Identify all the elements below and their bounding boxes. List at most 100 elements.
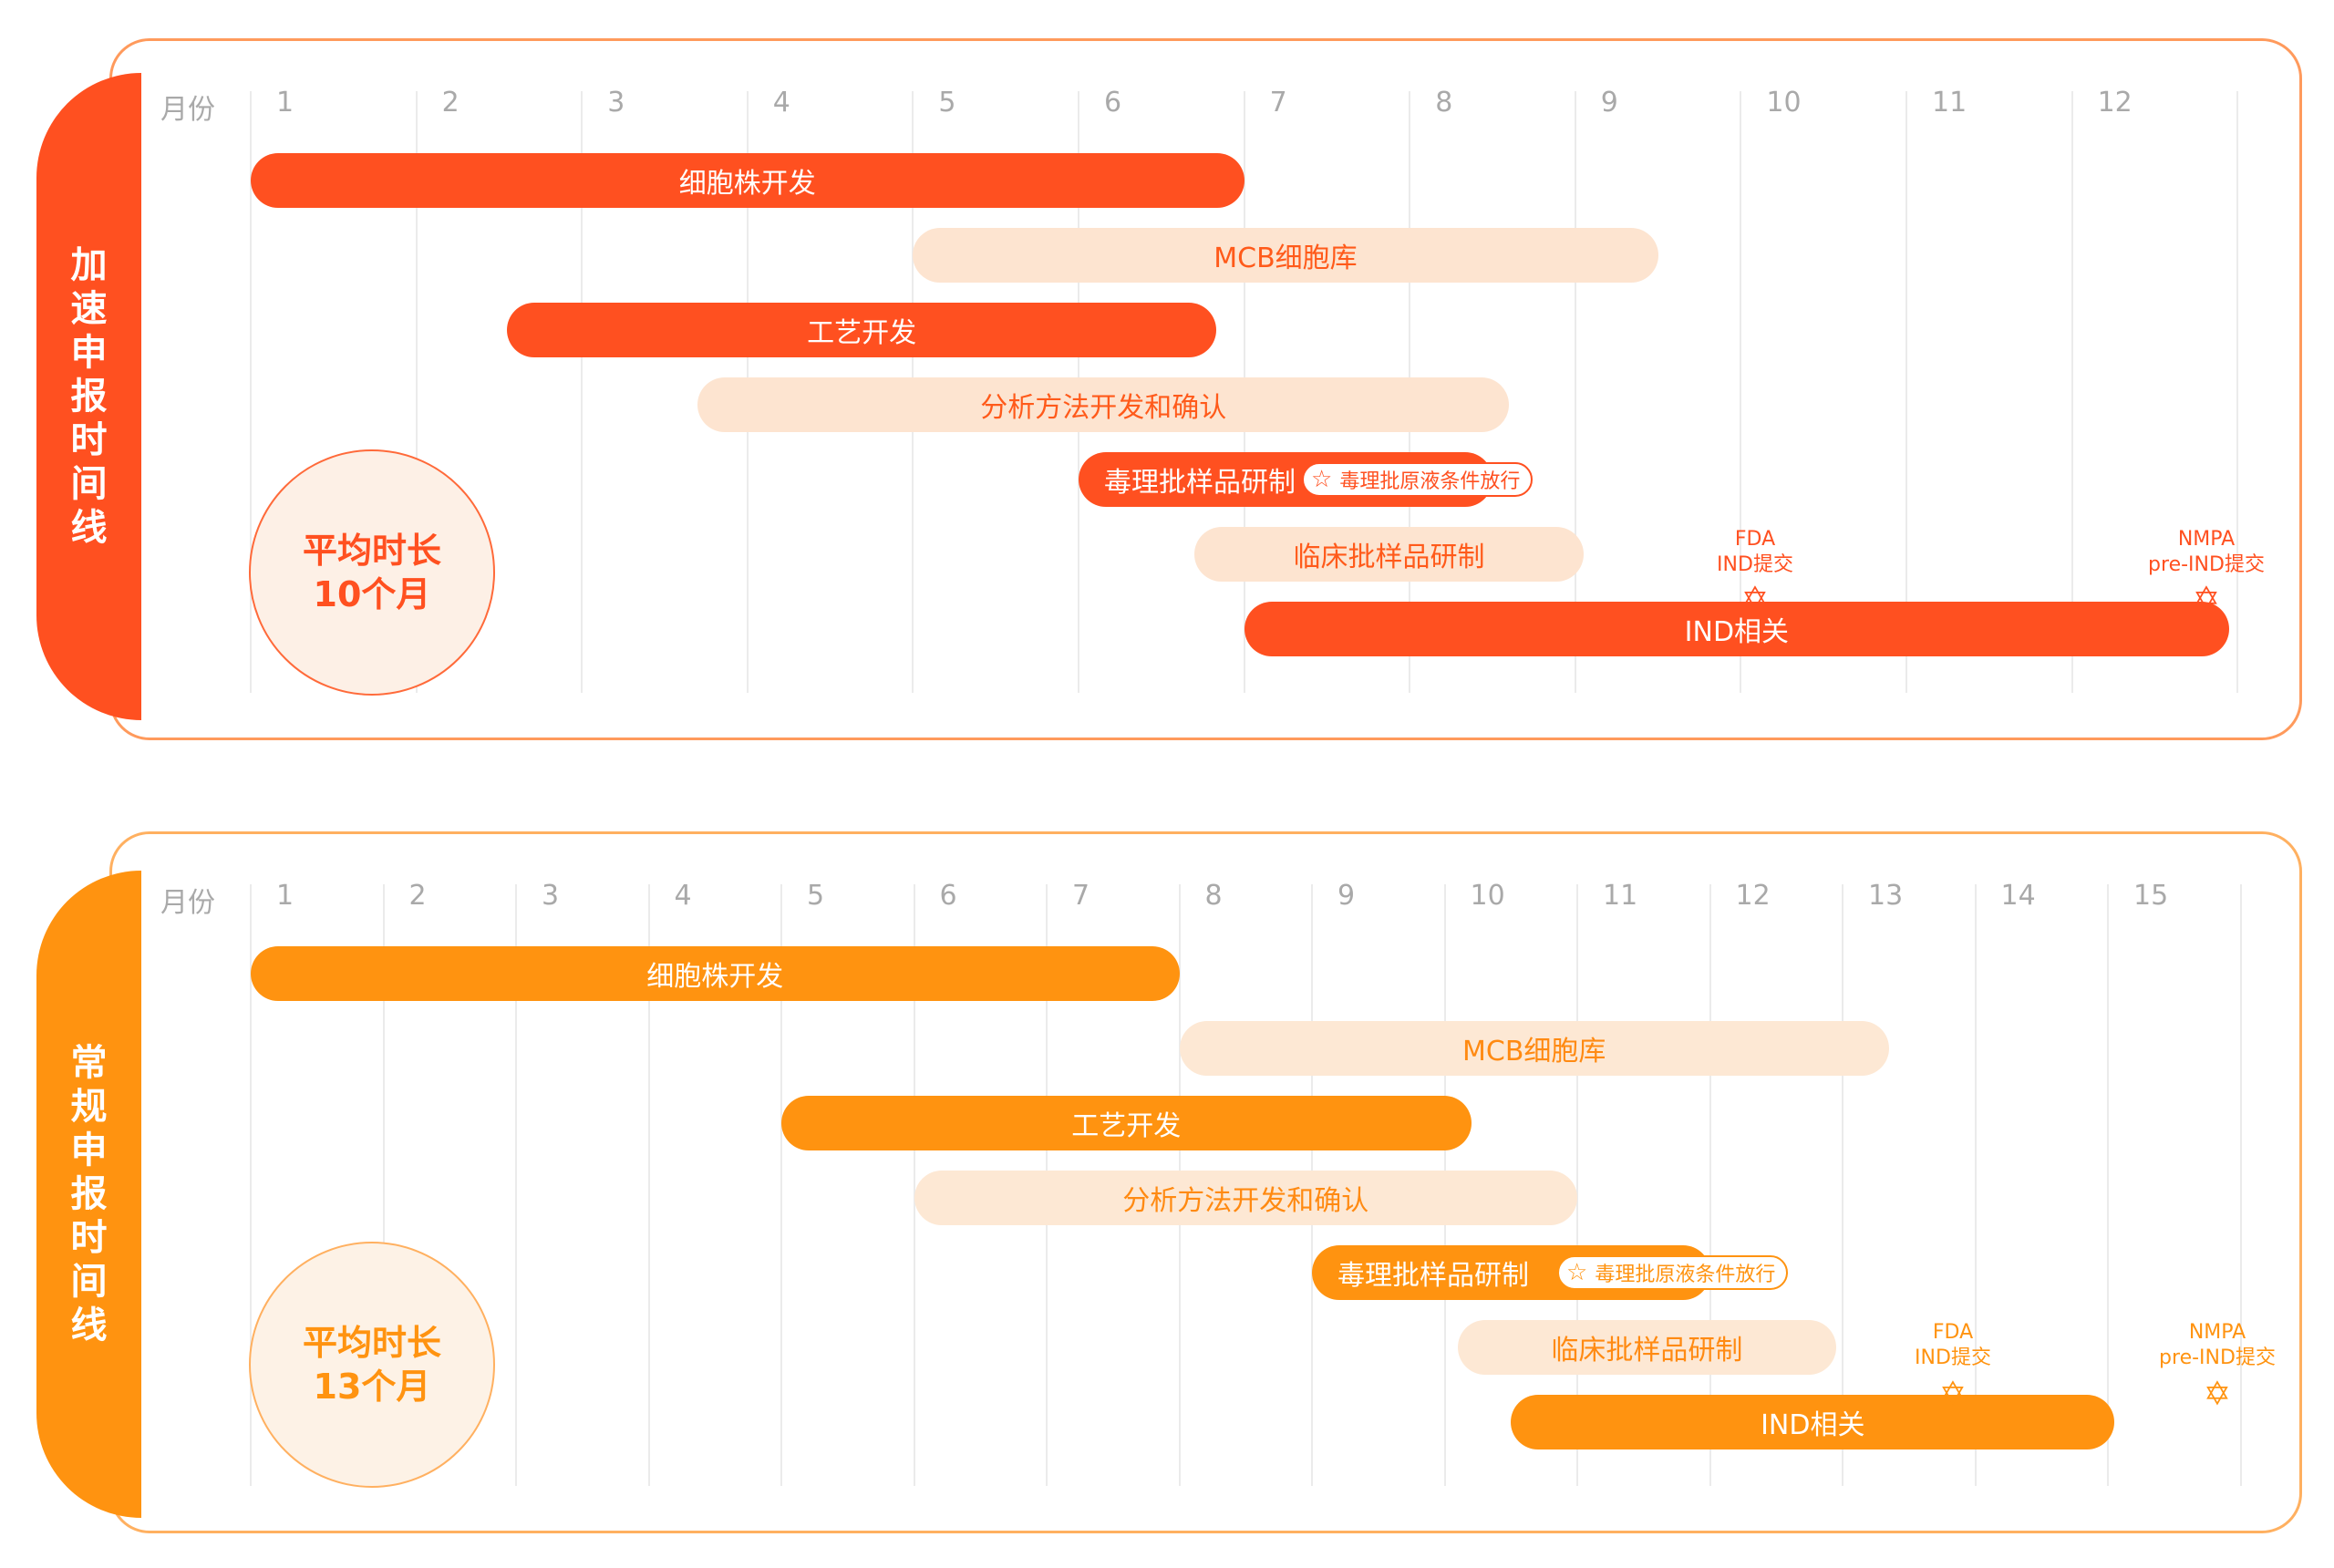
accelerated-task-label: 毒理批样品研制 bbox=[1104, 467, 1296, 499]
regular-average-circle: 平均时长 13个月 bbox=[249, 1242, 495, 1488]
regular-milestone-nmpa-line1: NMPA bbox=[2188, 1321, 2246, 1344]
regular-gridline bbox=[780, 884, 782, 1486]
regular-gridline bbox=[913, 884, 915, 1486]
accelerated-tag-text: 毒理批原液条件放行 bbox=[1339, 470, 1521, 493]
regular-average-title: 平均时长 bbox=[302, 1323, 441, 1363]
regular-month-tick: 12 bbox=[1735, 880, 1771, 912]
accelerated-gridline bbox=[2236, 91, 2239, 693]
accelerated-month-tick: 5 bbox=[938, 87, 956, 119]
regular-side-text: 常规申报时间线 bbox=[70, 1042, 108, 1346]
regular-month-tick: 1 bbox=[276, 880, 294, 912]
accelerated-side-label: 加速申报时间线 bbox=[36, 73, 141, 720]
regular-milestone-nmpa-star-icon: ✡ bbox=[2203, 1376, 2232, 1413]
accelerated-milestone-fda-star-icon: ✡ bbox=[1740, 581, 1770, 618]
accelerated-month-tick: 1 bbox=[276, 87, 294, 119]
accelerated-task-label: 临床批样品研制 bbox=[1293, 542, 1485, 573]
accelerated-task-bar: 分析方法开发和确认 bbox=[697, 377, 1510, 432]
regular-task-label: MCB细胞库 bbox=[1462, 1036, 1606, 1068]
regular-month-tick: 10 bbox=[1470, 880, 1505, 912]
accelerated-milestone-nmpa: NMPA pre-IND提交 bbox=[2148, 527, 2265, 578]
regular-conditional-release-tag: ☆ 毒理批原液条件放行 bbox=[1557, 1255, 1789, 1290]
regular-gridline bbox=[1709, 884, 1711, 1486]
accelerated-average-title: 平均时长 bbox=[302, 531, 441, 571]
accelerated-task-bar: MCB细胞库 bbox=[913, 228, 1658, 283]
accelerated-task-bar: 细胞株开发 bbox=[251, 153, 1244, 208]
regular-task-bar: MCB细胞库 bbox=[1179, 1021, 1889, 1076]
accelerated-milestone-fda-line2: IND提交 bbox=[1717, 553, 1793, 576]
regular-gridline bbox=[2107, 884, 2109, 1486]
accelerated-month-tick: 12 bbox=[2097, 87, 2133, 119]
accelerated-month-tick: 9 bbox=[1600, 87, 1618, 119]
accelerated-milestone-fda-line1: FDA bbox=[1734, 528, 1776, 551]
accelerated-task-label: IND相关 bbox=[1684, 616, 1790, 648]
regular-milestone-nmpa-line2: pre-IND提交 bbox=[2159, 1346, 2276, 1369]
regular-gridline bbox=[382, 884, 385, 1486]
regular-task-label: 分析方法开发和确认 bbox=[1122, 1185, 1369, 1217]
regular-month-tick: 6 bbox=[939, 880, 957, 912]
accelerated-gridline bbox=[1740, 91, 1742, 693]
accelerated-task-bar: 临床批样品研制 bbox=[1194, 527, 1584, 582]
regular-task-bar: 临床批样品研制 bbox=[1458, 1320, 1836, 1375]
accelerated-milestone-nmpa-star-icon: ✡ bbox=[2192, 581, 2221, 618]
accelerated-gridline bbox=[415, 91, 418, 693]
regular-month-tick: 3 bbox=[542, 880, 560, 912]
regular-milestone-fda-line2: IND提交 bbox=[1915, 1346, 1991, 1369]
accelerated-milestone-fda: FDA IND提交 bbox=[1717, 527, 1793, 578]
accelerated-month-tick: 3 bbox=[607, 87, 625, 119]
accelerated-month-tick: 11 bbox=[1932, 87, 1967, 119]
accelerated-task-bar: IND相关 bbox=[1244, 602, 2230, 656]
regular-month-tick: 4 bbox=[674, 880, 692, 912]
regular-average-value: 13个月 bbox=[313, 1367, 431, 1407]
regular-task-label: 临床批样品研制 bbox=[1551, 1335, 1743, 1367]
regular-gridline bbox=[2239, 884, 2242, 1486]
regular-month-tick: 14 bbox=[2000, 880, 2036, 912]
regular-gridline bbox=[250, 884, 252, 1486]
regular-month-header: 月份 bbox=[160, 887, 215, 919]
regular-month-tick: 15 bbox=[2133, 880, 2169, 912]
regular-task-label: 工艺开发 bbox=[1071, 1110, 1182, 1142]
regular-month-tick: 2 bbox=[408, 880, 427, 912]
regular-task-bar: 工艺开发 bbox=[781, 1096, 1472, 1150]
regular-milestone-nmpa: NMPA pre-IND提交 bbox=[2159, 1320, 2276, 1371]
regular-task-bar: IND相关 bbox=[1511, 1395, 2115, 1449]
accelerated-task-label: MCB细胞库 bbox=[1213, 242, 1358, 274]
regular-task-bar: 细胞株开发 bbox=[251, 946, 1180, 1001]
regular-gridline bbox=[1974, 884, 1977, 1486]
accelerated-tag-star-icon: ☆ bbox=[1311, 466, 1333, 493]
regular-task-label: 细胞株开发 bbox=[646, 961, 784, 993]
accelerated-task-label: 工艺开发 bbox=[807, 317, 917, 349]
accelerated-task-bar: 工艺开发 bbox=[507, 303, 1216, 357]
regular-month-tick: 7 bbox=[1072, 880, 1090, 912]
accelerated-gridline bbox=[1574, 91, 1576, 693]
accelerated-milestone-nmpa-line2: pre-IND提交 bbox=[2148, 553, 2265, 576]
accelerated-month-tick: 4 bbox=[772, 87, 790, 119]
accelerated-milestone-nmpa-line1: NMPA bbox=[2177, 528, 2236, 551]
accelerated-gridline bbox=[2071, 91, 2073, 693]
regular-task-label: 毒理批样品研制 bbox=[1337, 1260, 1529, 1292]
regular-month-tick: 5 bbox=[807, 880, 825, 912]
accelerated-gridline bbox=[581, 91, 584, 693]
accelerated-gridline bbox=[1905, 91, 1907, 693]
regular-month-tick: 8 bbox=[1204, 880, 1223, 912]
accelerated-month-header: 月份 bbox=[160, 94, 215, 126]
accelerated-month-tick: 6 bbox=[1104, 87, 1122, 119]
regular-milestone-fda-star-icon: ✡ bbox=[1938, 1376, 1967, 1413]
accelerated-side-text: 加速申报时间线 bbox=[70, 244, 108, 549]
regular-tag-star-icon: ☆ bbox=[1566, 1259, 1588, 1286]
accelerated-month-tick: 2 bbox=[441, 87, 460, 119]
regular-task-label: IND相关 bbox=[1761, 1409, 1865, 1441]
accelerated-conditional-release-tag: ☆ 毒理批原液条件放行 bbox=[1302, 462, 1534, 497]
regular-task-bar: 分析方法开发和确认 bbox=[914, 1171, 1577, 1225]
regular-gridline bbox=[1576, 884, 1578, 1486]
accelerated-task-label: 分析方法开发和确认 bbox=[980, 392, 1227, 424]
accelerated-average-value: 10个月 bbox=[313, 574, 431, 614]
accelerated-month-tick: 10 bbox=[1766, 87, 1802, 119]
regular-tag-text: 毒理批原液条件放行 bbox=[1595, 1264, 1776, 1286]
accelerated-average-circle: 平均时长 10个月 bbox=[249, 449, 495, 696]
accelerated-month-tick: 8 bbox=[1435, 87, 1453, 119]
regular-month-tick: 9 bbox=[1337, 880, 1356, 912]
regular-month-tick: 13 bbox=[1868, 880, 1904, 912]
accelerated-task-label: 细胞株开发 bbox=[678, 168, 816, 200]
regular-gridline bbox=[647, 884, 650, 1486]
regular-milestone-fda: FDA IND提交 bbox=[1915, 1320, 1991, 1371]
